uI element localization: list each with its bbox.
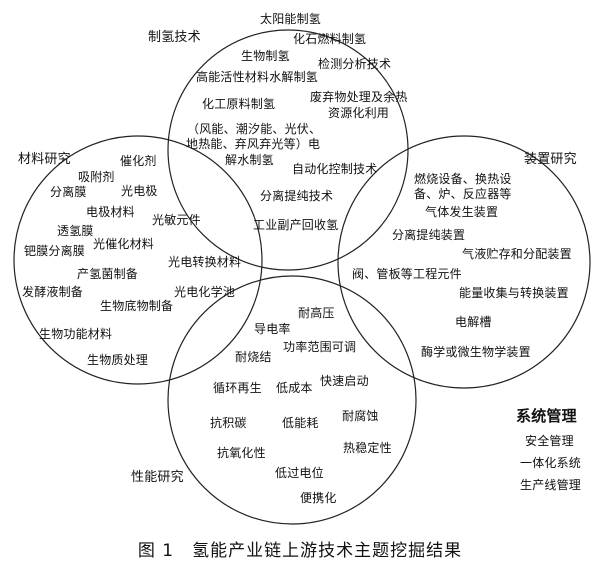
- term-adsorbent: 吸附剂: [78, 170, 115, 184]
- term-anti-carbon-deposition: 抗积碳: [210, 416, 247, 430]
- term-valves-tube-plates: 阀、管板等工程元件: [352, 267, 462, 281]
- term-bio-functional-material: 生物功能材料: [39, 327, 113, 341]
- category-hydrogen-production: 制氢技术: [148, 30, 201, 45]
- term-industrial-byproduct-hydrogen: 工业副产回收氢: [253, 218, 339, 232]
- category-materials-research: 材料研究: [18, 152, 71, 167]
- term-cyclic-regeneration: 循环再生: [213, 381, 262, 395]
- term-portability: 便携化: [300, 491, 337, 505]
- term-separation-purification-device: 分离提纯装置: [392, 228, 466, 242]
- term-hydrogen-permeable-membrane: 透氢膜: [57, 224, 94, 238]
- circle-hydrogen-production: [167, 29, 409, 271]
- term-chemical-feedstock-hydrogen: 化工原料制氢: [202, 97, 276, 111]
- circle-materials-research: [13, 135, 263, 385]
- term-thermal-stability: 热稳定性: [343, 441, 392, 455]
- figure-caption: 图 1 氢能产业链上游技术主题挖掘结果: [137, 541, 463, 561]
- term-corrosion-resistance: 耐腐蚀: [342, 409, 379, 423]
- term-automation-control: 自动化控制技术: [292, 162, 378, 176]
- term-electrolysis-1: （风能、潮汐能、光伏、: [187, 122, 322, 136]
- term-bio-hydrogen: 生物制氢: [241, 49, 290, 63]
- term-gas-liquid-storage: 气液贮存和分配装置: [462, 247, 572, 261]
- term-photoelectric-conversion-material: 光电转换材料: [168, 255, 242, 269]
- system-management-item: 生产线管理: [520, 478, 582, 492]
- term-low-overpotential: 低过电位: [275, 466, 324, 480]
- system-management-title: 系统管理: [516, 407, 577, 425]
- term-bio-substrate-prep: 生物底物制备: [100, 299, 174, 313]
- term-gas-generator: 气体发生装置: [425, 205, 499, 219]
- term-conductivity: 导电率: [254, 322, 291, 336]
- term-energy-harvesting: 能量收集与转换装置: [459, 286, 569, 300]
- term-electrolysis-3: 解水制氢: [225, 153, 274, 167]
- term-photosensitive-element: 光敏元件: [152, 213, 201, 227]
- term-active-material-hydrolysis: 高能活性材料水解制氢: [196, 70, 319, 84]
- term-waste-heat-1: 废弃物处理及余热: [310, 90, 408, 104]
- term-palladium-membrane: 钯膜分离膜: [24, 244, 86, 258]
- term-electrolyzer: 电解槽: [455, 315, 492, 329]
- term-biomass-treatment: 生物质处理: [87, 353, 149, 367]
- term-photoelectrochemical-cell: 光电化学池: [174, 285, 236, 299]
- term-fermentation-broth-prep: 发酵液制备: [22, 285, 84, 299]
- term-combustion-equipment-1: 燃烧设备、换热设: [414, 172, 512, 186]
- term-sintering-resistance: 耐烧结: [235, 350, 272, 364]
- term-fossil-fuel-hydrogen: 化石燃料制氢: [293, 32, 367, 46]
- term-oxidation-resistance: 抗氧化性: [217, 446, 266, 460]
- circle-equipment-research: [337, 135, 591, 389]
- term-separation-membrane: 分离膜: [50, 185, 87, 199]
- system-management-item: 安全管理: [525, 434, 574, 448]
- term-fast-startup: 快速启动: [320, 374, 369, 388]
- term-low-cost: 低成本: [276, 381, 313, 395]
- term-waste-heat-2: 资源化利用: [328, 106, 390, 120]
- term-electrode-material: 电极材料: [86, 205, 135, 219]
- term-separation-purification: 分离提纯技术: [260, 189, 334, 203]
- term-combustion-equipment-2: 备、炉、反应器等: [414, 187, 512, 201]
- term-adjustable-power-range: 功率范围可调: [283, 340, 357, 354]
- term-hydrogen-bacteria-prep: 产氢菌制备: [77, 267, 139, 281]
- term-photocatalytic-material: 光催化材料: [93, 237, 155, 251]
- circle-performance-research: [167, 275, 417, 525]
- term-detection-analysis: 检测分析技术: [318, 57, 392, 71]
- term-low-energy-consumption: 低能耗: [282, 416, 319, 430]
- term-high-pressure-resistance: 耐高压: [298, 306, 335, 320]
- category-performance-research: 性能研究: [131, 470, 184, 485]
- term-catalyst: 催化剂: [120, 154, 157, 168]
- term-solar-hydrogen: 太阳能制氢: [260, 12, 322, 26]
- term-enzymatic-microbial-device: 酶学或微生物学装置: [421, 345, 531, 359]
- term-photoelectrode: 光电极: [121, 184, 158, 198]
- system-management-item: 一体化系统: [520, 456, 582, 470]
- category-equipment-research: 装置研究: [524, 152, 577, 167]
- term-electrolysis-2: 地热能、弃风弃光等）电: [186, 137, 321, 151]
